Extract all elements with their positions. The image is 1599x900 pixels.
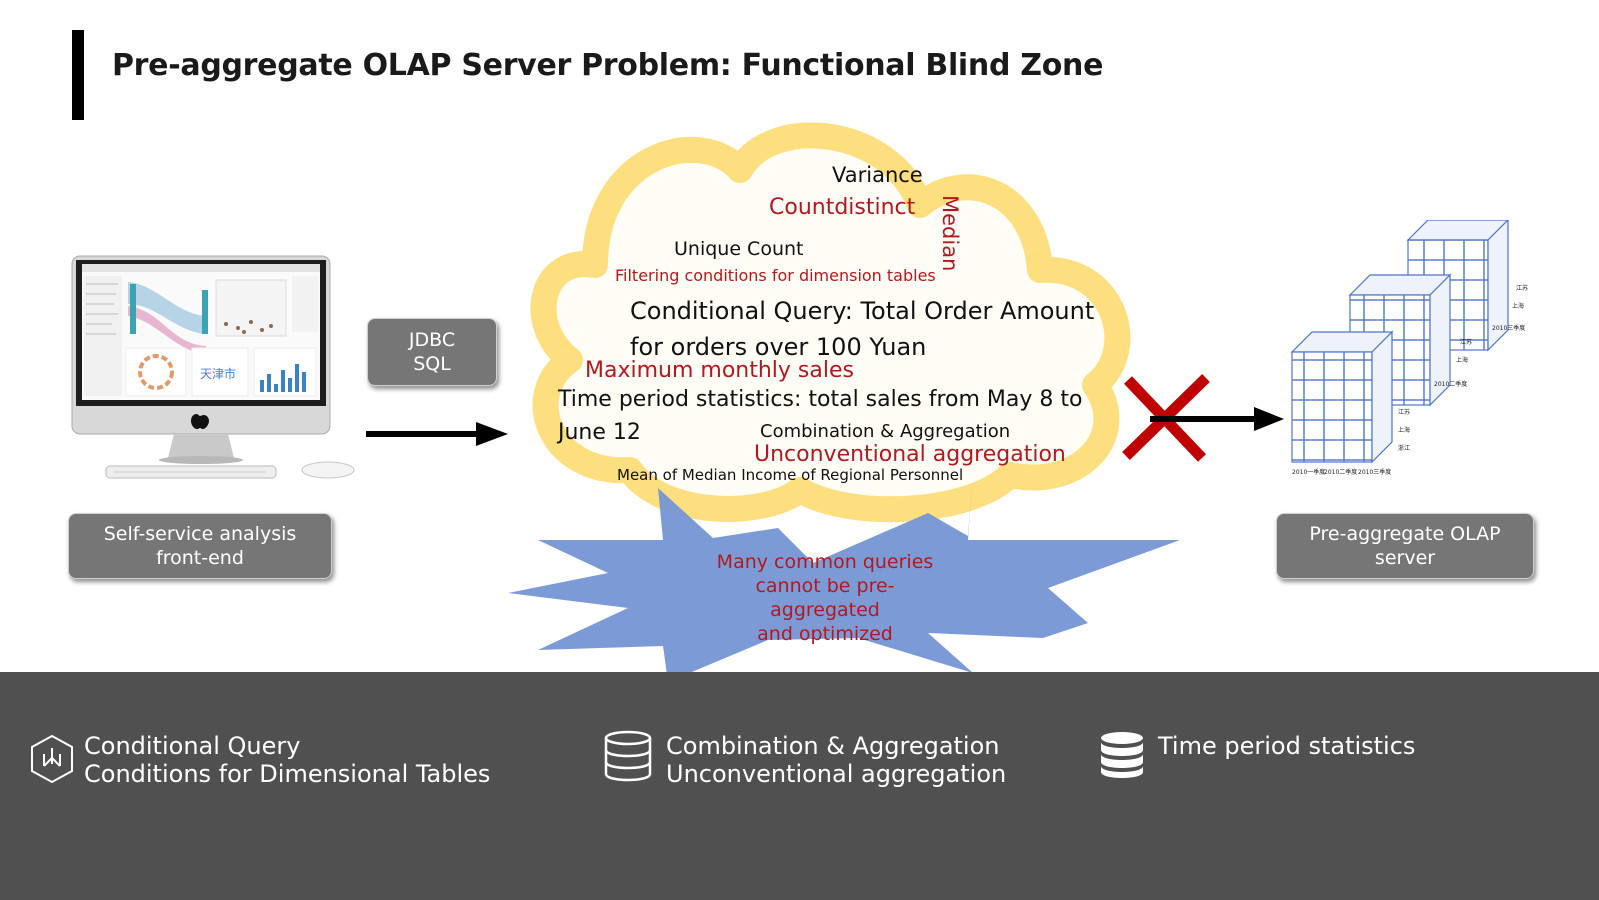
svg-text:2010三季度: 2010三季度 bbox=[1358, 468, 1391, 476]
svg-text:江苏: 江苏 bbox=[1516, 284, 1528, 292]
footer-panel bbox=[0, 672, 1599, 900]
page-title: Pre-aggregate OLAP Server Problem: Funct… bbox=[112, 48, 1104, 83]
svg-text:江苏: 江苏 bbox=[1460, 338, 1472, 346]
cloud-unique-count: Unique Count bbox=[674, 238, 804, 260]
footer-item-time-period: Time period statistics bbox=[1158, 732, 1415, 760]
cloud-time-period-line1: Time period statistics: total sales from… bbox=[558, 387, 1083, 412]
burst-message: Many common queries cannot be pre-aggreg… bbox=[705, 550, 945, 646]
title-accent-bar bbox=[72, 30, 84, 120]
cloud-conditional-line1: Conditional Query: Total Order Amount bbox=[630, 297, 1095, 325]
burst-line2: cannot be pre-aggregated bbox=[755, 575, 895, 621]
cloud-median: Median bbox=[938, 195, 962, 272]
svg-text:2010二季度: 2010二季度 bbox=[1434, 380, 1467, 388]
frontend-line2: front-end bbox=[156, 547, 244, 569]
olap-server-label: Pre-aggregate OLAP server bbox=[1276, 513, 1534, 579]
svg-text:江苏: 江苏 bbox=[1398, 408, 1410, 416]
svg-text:2010一季度: 2010一季度 bbox=[1292, 468, 1325, 476]
cloud-combination: Combination & Aggregation bbox=[760, 421, 1011, 442]
cloud-filtering: Filtering conditions for dimension table… bbox=[615, 266, 936, 285]
svg-text:2010二季度: 2010二季度 bbox=[1324, 468, 1357, 476]
right-arrow-icon bbox=[366, 422, 508, 446]
svg-text:上海: 上海 bbox=[1456, 356, 1468, 364]
cloud-max-monthly: Maximum monthly sales bbox=[585, 358, 854, 383]
blocked-arrow-icon bbox=[1150, 407, 1284, 431]
database-icon bbox=[604, 730, 652, 782]
footer-item2-line2: Unconventional aggregation bbox=[666, 760, 1007, 788]
cloud-mean-median: Mean of Median Income of Regional Person… bbox=[617, 466, 964, 484]
burst-line3: and optimized bbox=[757, 623, 893, 645]
footer-item-conditional: Conditional Query Conditions for Dimensi… bbox=[84, 732, 490, 788]
svg-text:浙江: 浙江 bbox=[1398, 444, 1410, 452]
cloud-unconventional: Unconventional aggregation bbox=[754, 442, 1066, 467]
jdbc-sql-label: JDBC SQL bbox=[367, 318, 497, 386]
jdbc-line2: SQL bbox=[413, 353, 451, 375]
svg-text:上海: 上海 bbox=[1398, 426, 1410, 434]
warning-burst-shape bbox=[508, 483, 1180, 682]
olap-line2: server bbox=[1374, 547, 1436, 569]
footer-item3-line1: Time period statistics bbox=[1158, 732, 1416, 760]
frontend-label: Self-service analysis front-end bbox=[68, 513, 332, 579]
hexagon-network-icon bbox=[31, 734, 73, 784]
cloud-variance: Variance bbox=[832, 163, 923, 187]
svg-text:天津市: 天津市 bbox=[200, 366, 236, 381]
footer-item1-line1: Conditional Query bbox=[84, 732, 301, 760]
imac-computer-icon: 天津市 bbox=[71, 255, 355, 479]
footer-item1-line2: Conditions for Dimensional Tables bbox=[84, 760, 491, 788]
jdbc-line1: JDBC bbox=[408, 329, 456, 351]
cloud-conditional-line2: for orders over 100 Yuan bbox=[630, 333, 927, 361]
frontend-line1: Self-service analysis bbox=[103, 523, 297, 545]
database-stack-icon bbox=[1101, 732, 1143, 778]
olap-line1: Pre-aggregate OLAP bbox=[1309, 523, 1501, 545]
svg-text:2010三季度: 2010三季度 bbox=[1492, 324, 1525, 332]
svg-text:上海: 上海 bbox=[1512, 302, 1524, 310]
cloud-time-period-line2: June 12 bbox=[558, 420, 641, 445]
cloud-shape bbox=[530, 122, 1131, 523]
burst-line1: Many common queries bbox=[716, 551, 934, 573]
footer-item-combination: Combination & Aggregation Unconventional… bbox=[666, 732, 1006, 788]
cloud-countdistinct: Countdistinct bbox=[769, 195, 916, 220]
footer-item2-line1: Combination & Aggregation bbox=[666, 732, 1000, 760]
